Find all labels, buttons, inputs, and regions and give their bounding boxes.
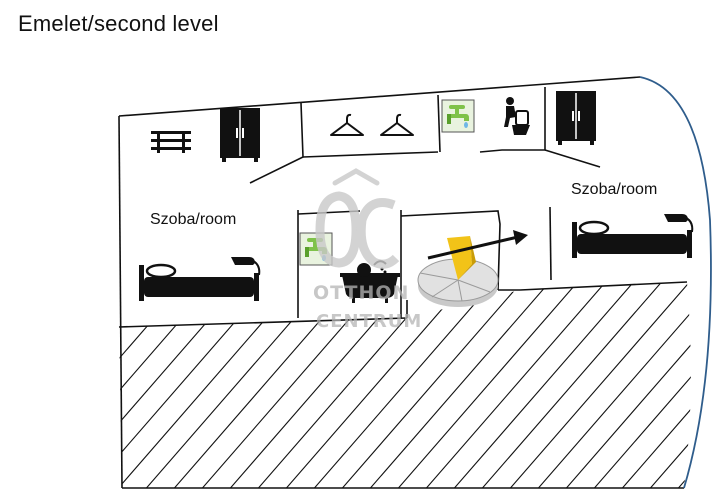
hatch-line [471, 282, 673, 488]
hatch-line [639, 282, 691, 488]
bathtub-icon [340, 260, 400, 303]
watermark-line1: OTTHON [313, 282, 410, 304]
room-label-right: Szoba/room [571, 181, 658, 198]
hatch-line [443, 282, 645, 488]
hatch-line [359, 282, 561, 488]
hatch-line [415, 282, 617, 488]
hanger-icon [330, 113, 364, 136]
bench-icon [151, 131, 191, 153]
toilet-icon [504, 97, 530, 135]
hatch-line [499, 282, 691, 488]
hatch-line [387, 282, 589, 488]
hatch-line [0, 270, 84, 500]
room-label-left: Szoba/room [150, 211, 237, 228]
hatch-line [331, 282, 533, 488]
watermark-line2: CENTRUM [316, 311, 423, 332]
wardrobe-icon [219, 107, 261, 163]
walls [118, 76, 688, 489]
hatch-line [555, 282, 691, 488]
hatch-line [0, 270, 112, 500]
hatch-line [303, 282, 505, 488]
hatched-area [0, 270, 716, 500]
hatch-line [527, 282, 691, 488]
wardrobe-icon [555, 90, 597, 146]
bed-icon [137, 255, 261, 303]
stairs-icon [417, 236, 499, 307]
stairs-arrow [427, 230, 528, 260]
hatch-line [583, 282, 691, 488]
hatch-line [611, 282, 691, 488]
hatch-line [0, 270, 28, 500]
hanger-icon [380, 113, 414, 136]
hatch-line [696, 270, 716, 500]
hatch-line [0, 270, 56, 500]
hatch-line [667, 282, 691, 488]
bed-icon [570, 212, 694, 260]
hatch-line [119, 282, 169, 488]
plan-title: Emelet/second level [18, 11, 219, 36]
faucet-icon [441, 99, 475, 133]
watermark-logo [315, 168, 400, 269]
curved-wall [639, 76, 712, 489]
hatch-line [119, 282, 141, 488]
